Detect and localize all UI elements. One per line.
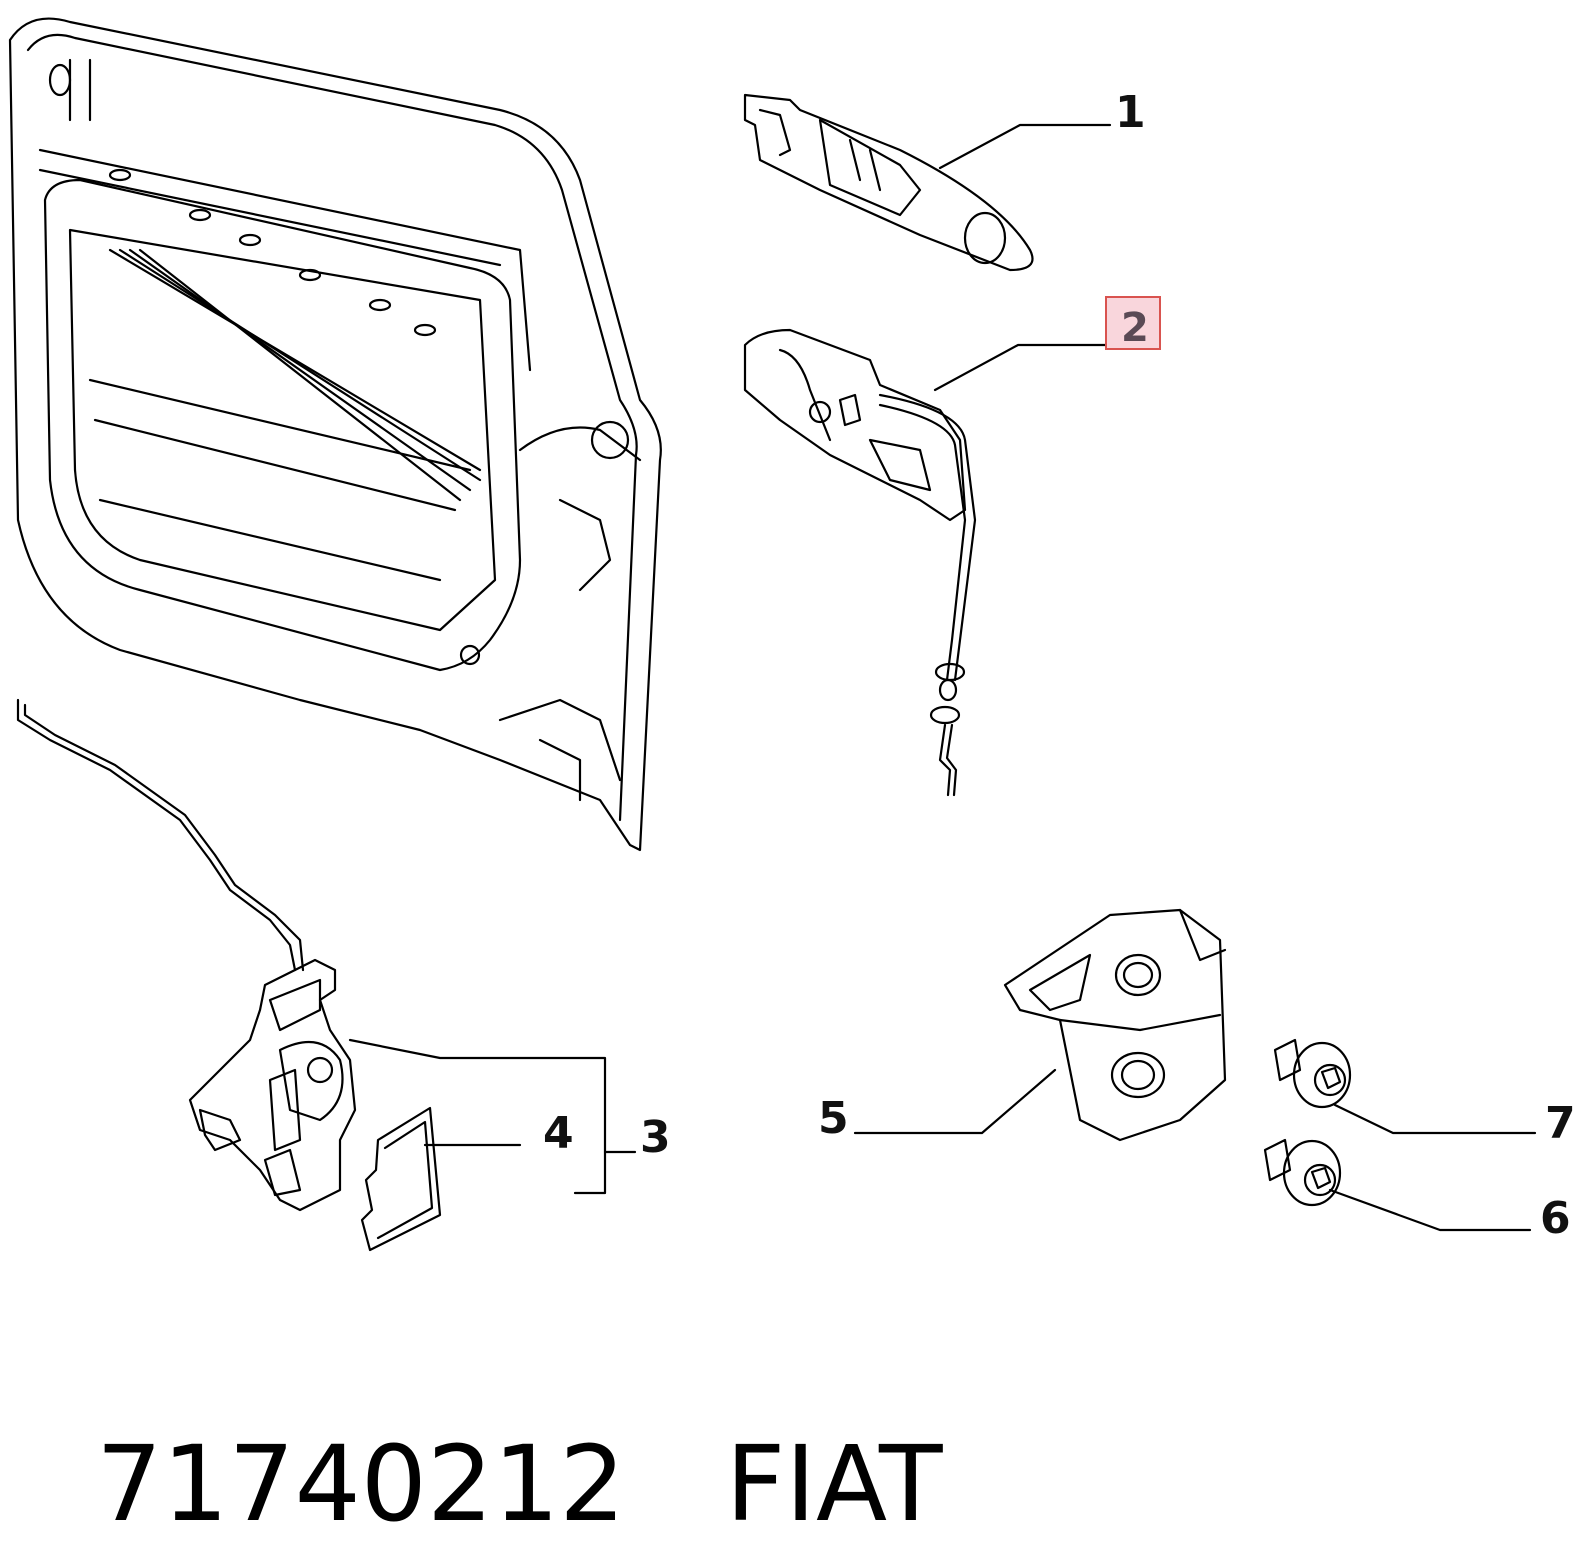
callout-5: 5 <box>818 1093 849 1144</box>
footer-caption: 71740212 FIAT <box>30 1328 943 1545</box>
part-3-door-lock-drawing <box>16 698 357 1212</box>
brand-name: FIAT <box>725 1423 943 1545</box>
callout-7: 7 <box>1545 1098 1576 1149</box>
part-5-striker-drawing <box>1003 908 1227 1142</box>
callout-3: 3 <box>640 1112 671 1163</box>
door-frame-drawing <box>8 17 662 852</box>
part-7-bolt-drawing <box>1273 1038 1352 1109</box>
callout-4: 4 <box>543 1108 574 1159</box>
callout-6: 6 <box>1540 1193 1571 1244</box>
part-6-bolt-drawing <box>1263 1138 1342 1207</box>
leader-lines <box>348 123 1537 1232</box>
callout-1: 1 <box>1115 87 1146 138</box>
callout-2-highlight <box>1105 296 1161 350</box>
part-2-carrier-with-cable-drawing <box>743 328 977 797</box>
part-1-handle-carrier-drawing <box>743 93 1034 272</box>
part-number: 71740212 <box>96 1423 626 1545</box>
callout-2: 2 <box>1121 305 1149 351</box>
part-4-cover-plate-drawing <box>360 1106 442 1252</box>
